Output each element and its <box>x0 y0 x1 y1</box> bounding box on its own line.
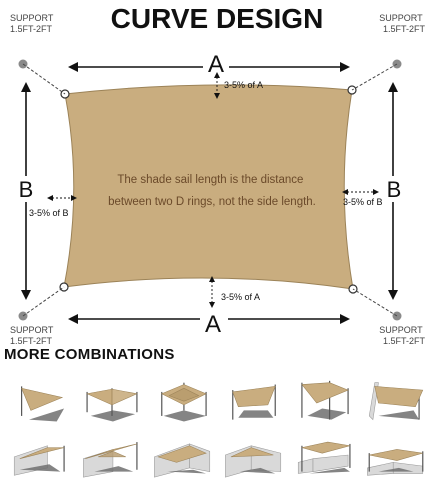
top-curve-label: 3-5% of A <box>224 80 263 90</box>
curve-depth-markers <box>47 72 379 308</box>
sail-length-note: The shade sail length is the distance be… <box>108 174 316 208</box>
combination-square-wall <box>148 430 217 480</box>
triangle-flat-illustration-icon <box>366 449 423 476</box>
combination-triangle <box>6 378 75 428</box>
support-label-top-right: SUPPORT 1.5FT-2FT <box>379 13 425 34</box>
combination-rectangle-flat <box>290 430 359 480</box>
d-ring-bottom-left <box>59 282 69 292</box>
combinations-grid <box>6 378 430 480</box>
square-posts-illustration-icon <box>231 384 276 420</box>
diagram-title: CURVE DESIGN <box>111 3 324 34</box>
support-label-top-left: SUPPORT 1.5FT-2FT <box>10 13 56 34</box>
combination-triangle-double <box>77 430 146 480</box>
left-curve-label: 3-5% of B <box>29 208 69 218</box>
square-wall-illustration-icon <box>153 443 210 478</box>
bottom-dimension-label: A <box>205 311 221 338</box>
right-dimension-label: B <box>387 177 402 202</box>
combination-square-tall <box>290 378 359 428</box>
triangle-illustration-icon <box>20 386 64 422</box>
triangle-double-illustration-icon <box>82 442 138 478</box>
combination-triangle-walls <box>219 430 288 480</box>
combination-triangle-flat <box>361 430 430 480</box>
curve-design-diagram: CURVE DESIGN SUPPORT 1.5FT-2FT SUPPORT 1… <box>10 3 425 345</box>
square-tall-illustration-icon <box>300 380 349 420</box>
more-combinations-heading: MORE COMBINATIONS <box>4 346 175 363</box>
combination-triangle-wall <box>6 430 75 480</box>
triangle-wall-illustration-icon <box>13 445 65 476</box>
combination-triangle-pair <box>77 378 146 428</box>
bottom-curve-label: 3-5% of A <box>221 292 260 302</box>
triangle-pair-illustration-icon <box>85 388 138 422</box>
top-dimension-label: A <box>208 51 224 78</box>
right-curve-label: 3-5% of B <box>343 197 383 207</box>
rectangle-wall-illustration-icon <box>368 382 423 421</box>
tension-lines <box>22 63 398 317</box>
support-label-bottom-left: SUPPORT 1.5FT-2FT <box>10 325 56 345</box>
shade-sail <box>63 84 354 290</box>
combination-square-posts <box>219 378 288 428</box>
square-hypar-illustration-icon <box>160 382 207 422</box>
support-label-bottom-right: SUPPORT 1.5FT-2FT <box>379 325 425 345</box>
rectangle-flat-illustration-icon <box>297 441 351 474</box>
combination-square-hypar <box>148 378 217 428</box>
triangle-walls-illustration-icon <box>224 445 281 478</box>
left-dimension-label: B <box>19 177 34 202</box>
combination-rectangle-wall <box>361 378 430 428</box>
